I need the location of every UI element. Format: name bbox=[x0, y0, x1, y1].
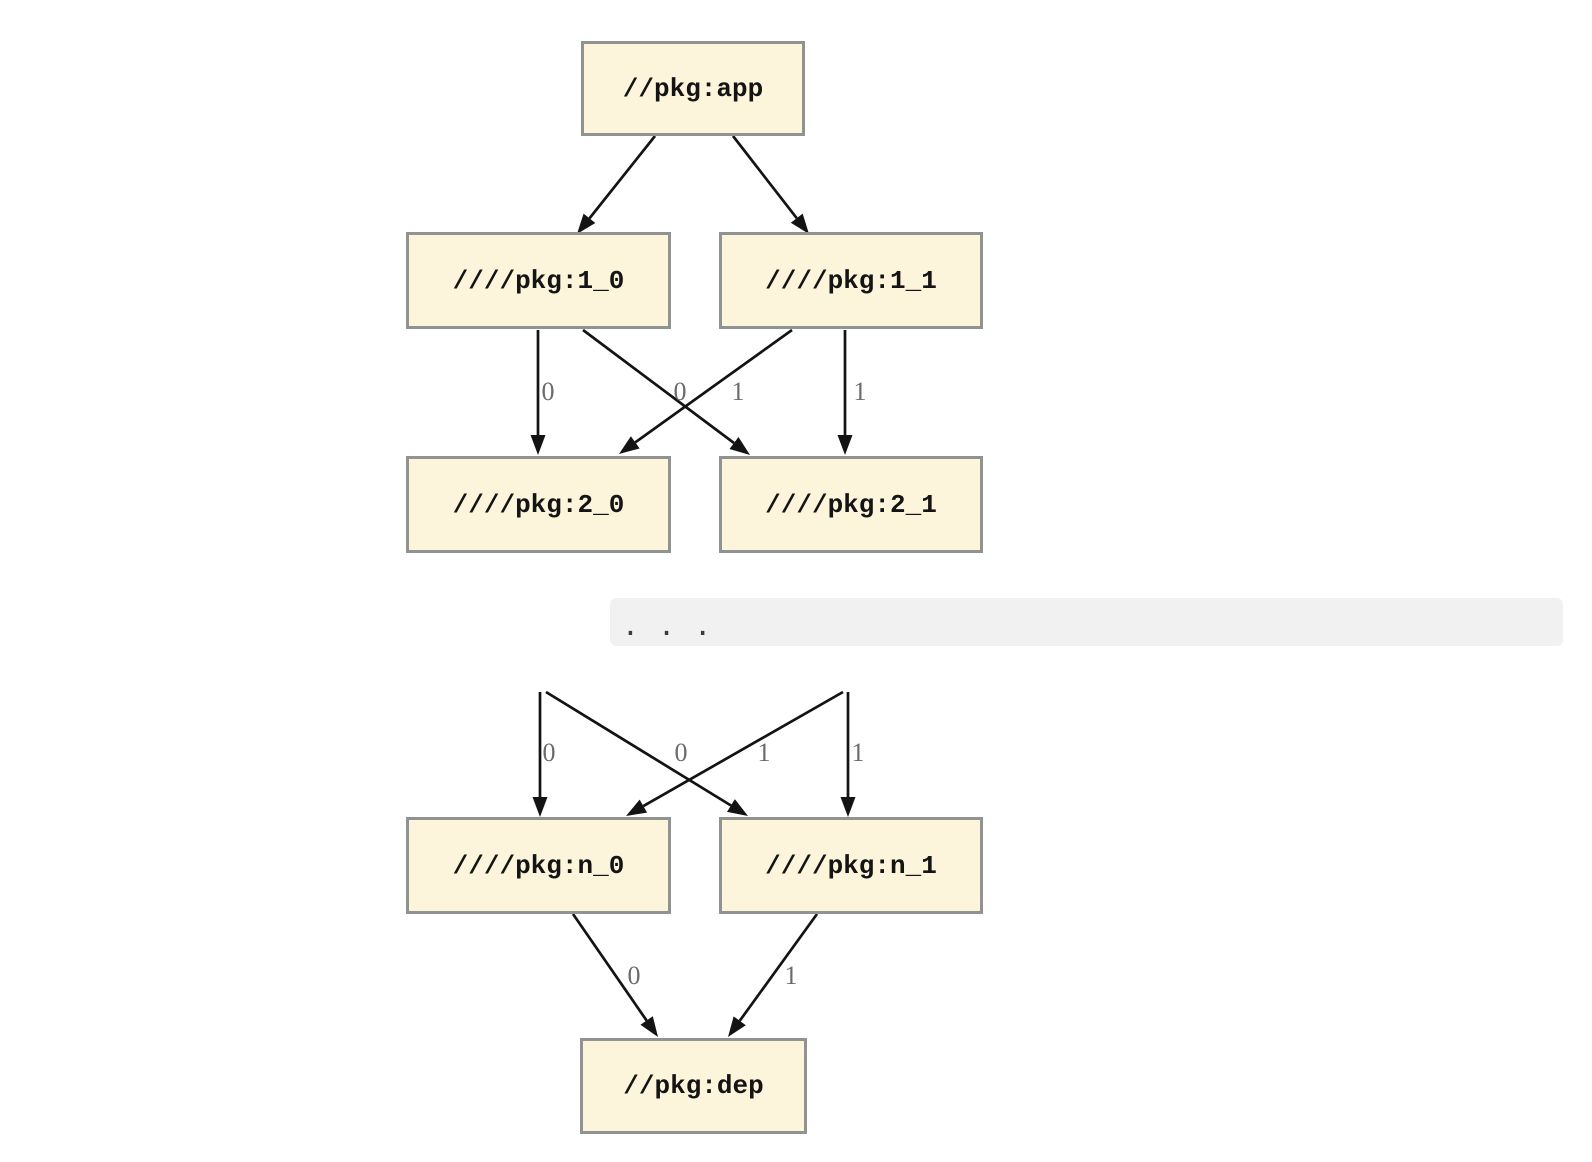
edge-label: 1 bbox=[758, 738, 771, 767]
edge-label: 1 bbox=[785, 961, 798, 990]
edge-line bbox=[571, 913, 648, 1022]
arrowhead-icon bbox=[790, 213, 809, 234]
node-label: ////pkg:1_1 bbox=[765, 265, 937, 296]
node-dep: //pkg:dep bbox=[580, 1038, 807, 1134]
edge-n_1-to-dep: 1 bbox=[728, 913, 819, 1037]
ellipsis-band: . . . bbox=[610, 598, 1563, 646]
edge-hidden-cross-to-n_1: 1 bbox=[840, 692, 865, 817]
edge-label: 1 bbox=[852, 738, 865, 767]
node-n_0: ////pkg:n_0 bbox=[406, 817, 671, 914]
arrowhead-icon bbox=[727, 799, 748, 816]
edge-1_1-to-2_1: 1 bbox=[837, 330, 867, 455]
node-1_1: ////pkg:1_1 bbox=[719, 232, 983, 329]
edge-hidden-cross-to-n_0: 0 bbox=[626, 690, 844, 816]
edge-line bbox=[731, 135, 798, 220]
arrowhead-icon bbox=[840, 797, 856, 817]
arrowhead-icon bbox=[532, 797, 548, 817]
arrowhead-icon bbox=[619, 436, 640, 454]
edge-label: 0 bbox=[674, 377, 687, 406]
arrowhead-icon bbox=[626, 799, 648, 816]
edge-app-to-1_1 bbox=[731, 135, 809, 234]
edge-1_0-to-2_1: 1 bbox=[582, 328, 750, 455]
edge-label: 0 bbox=[542, 377, 555, 406]
ellipsis-text: . . . bbox=[622, 609, 713, 642]
node-label: ////pkg:1_0 bbox=[452, 265, 625, 296]
node-label: ////pkg:2_0 bbox=[452, 489, 625, 520]
edge-label: 1 bbox=[854, 377, 867, 406]
edge-line bbox=[545, 690, 732, 807]
arrowhead-icon bbox=[577, 213, 596, 234]
edge-line bbox=[588, 135, 657, 220]
arrowhead-icon bbox=[728, 1016, 746, 1037]
arrowhead-icon bbox=[640, 1016, 658, 1037]
node-2_1: ////pkg:2_1 bbox=[719, 456, 983, 553]
edge-line bbox=[582, 328, 735, 445]
edge-label: 0 bbox=[543, 738, 556, 767]
arrowhead-icon bbox=[837, 435, 853, 455]
edge-label: 0 bbox=[628, 961, 641, 990]
edge-label: 1 bbox=[732, 377, 745, 406]
edge-hidden-to-n_0: 0 bbox=[532, 692, 556, 817]
edge-1_1-to-2_0: 0 bbox=[619, 328, 793, 454]
edge-line bbox=[642, 690, 844, 808]
edge-line bbox=[634, 328, 793, 444]
edge-n_0-to-dep: 0 bbox=[571, 913, 658, 1037]
node-label: ////pkg:2_1 bbox=[765, 489, 937, 520]
node-label: //pkg:app bbox=[622, 73, 764, 104]
arrowhead-icon bbox=[530, 435, 546, 455]
edge-hidden-to-n_1: 1 bbox=[545, 690, 771, 816]
edge-app-to-1_0 bbox=[577, 135, 657, 234]
node-n_1: ////pkg:n_1 bbox=[719, 817, 983, 914]
node-1_0: ////pkg:1_0 bbox=[406, 232, 671, 329]
node-label: ////pkg:n_1 bbox=[765, 850, 937, 881]
edge-line bbox=[738, 913, 819, 1022]
node-label: //pkg:dep bbox=[623, 1071, 764, 1101]
arrowhead-icon bbox=[729, 437, 750, 455]
node-label: ////pkg:n_0 bbox=[452, 850, 625, 881]
edge-label: 0 bbox=[675, 738, 688, 767]
edge-1_0-to-2_0: 0 bbox=[530, 330, 555, 455]
node-2_0: ////pkg:2_0 bbox=[406, 456, 671, 553]
node-app: //pkg:app bbox=[581, 41, 805, 136]
